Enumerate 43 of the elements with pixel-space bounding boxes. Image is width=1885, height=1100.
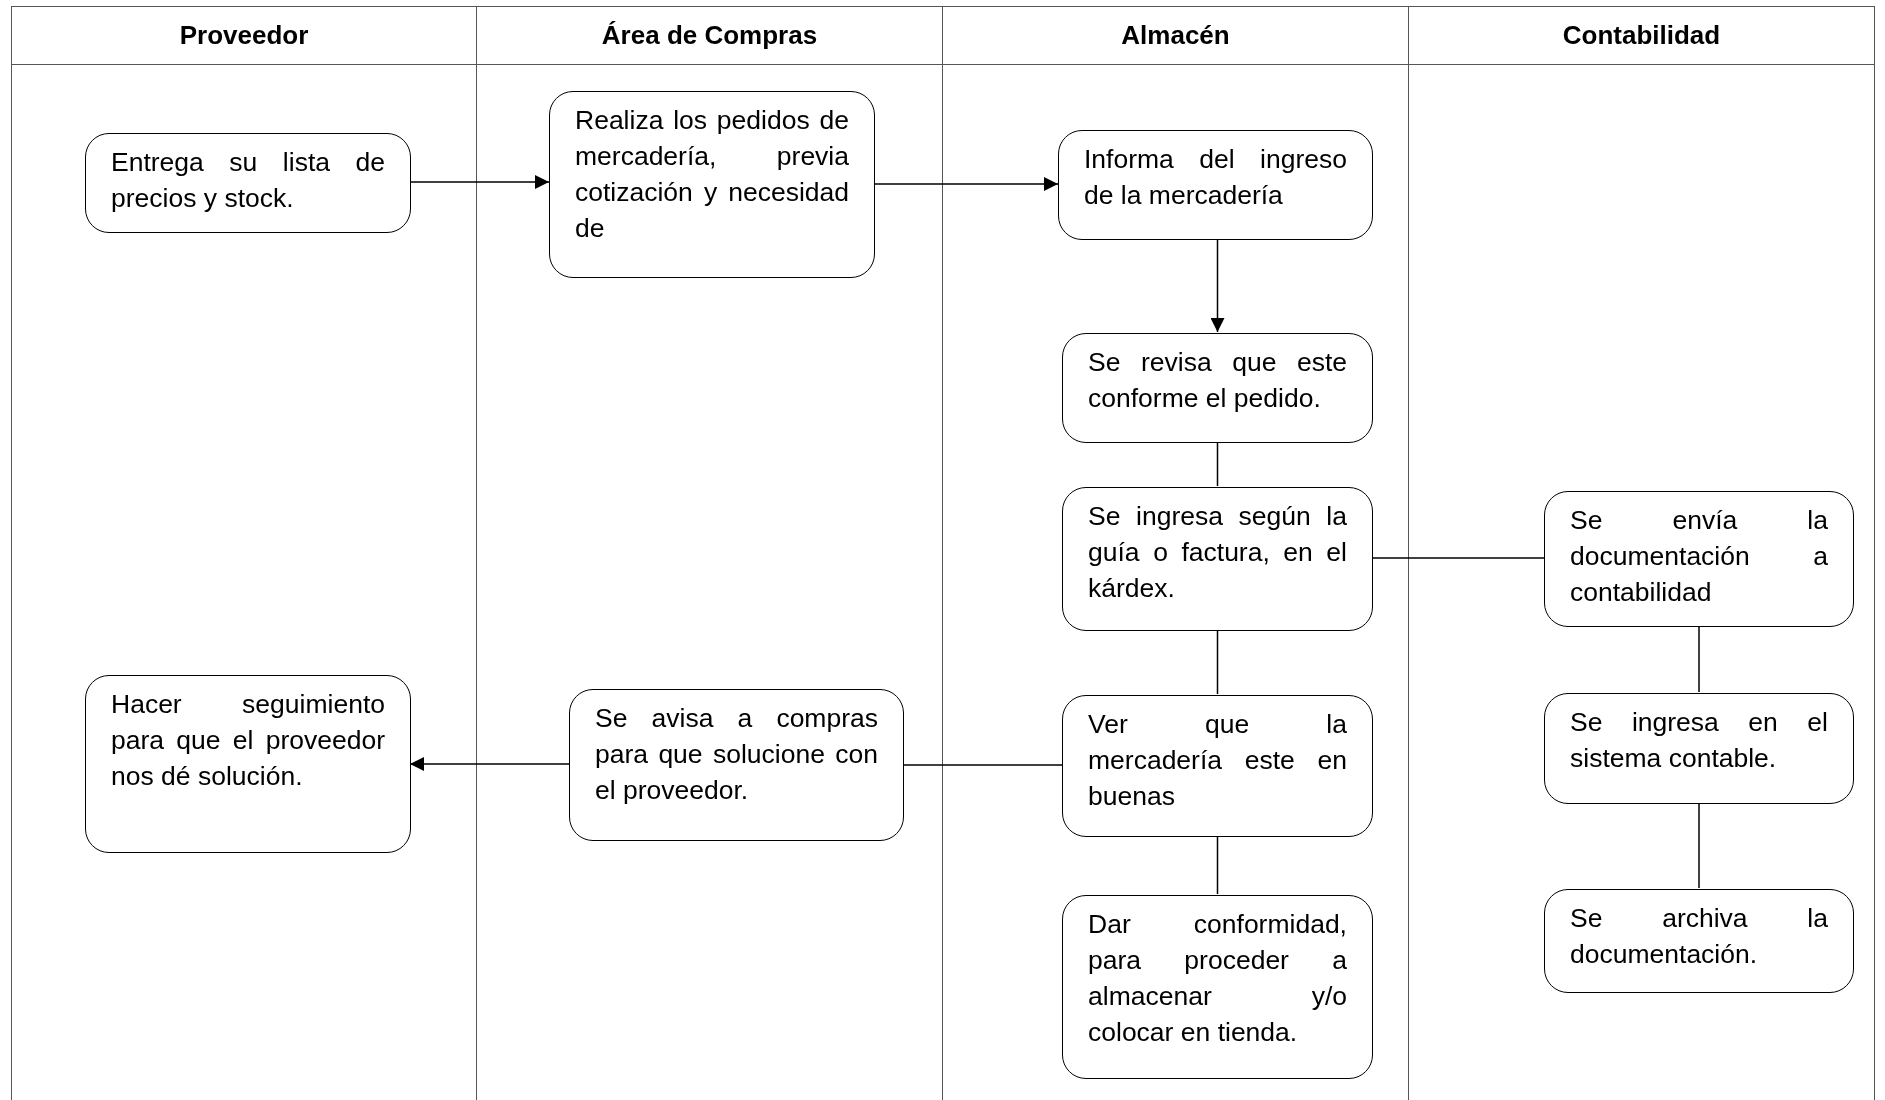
connector-line xyxy=(1216,441,1219,487)
connector-line xyxy=(1698,625,1700,693)
step-text: Se ingresa según la guía o factura, en el kárdex. xyxy=(1088,500,1347,605)
lane-header: Almacén xyxy=(1121,20,1230,51)
swimlane xyxy=(477,6,943,1100)
step-text: Ver que la mercadería este en buenas xyxy=(1088,708,1347,813)
step-text: Se envía la documentación a contabilidad xyxy=(1570,504,1828,609)
process-box xyxy=(1062,487,1373,631)
lane-header: Contabilidad xyxy=(1562,20,1721,51)
step-text: Hacer seguimiento para que el proveedor nos dé solución. xyxy=(111,688,385,793)
process-box xyxy=(1544,491,1854,627)
step-text: Realiza los pedidos de mercadería, previa cotización y necesidad de xyxy=(575,104,849,245)
process-box xyxy=(1062,695,1373,837)
connector-line xyxy=(1698,802,1700,889)
process-box xyxy=(1062,895,1373,1079)
step-text: Dar conformidad, para proceder a almacenar y/o colocar en tienda. xyxy=(1088,908,1347,1049)
process-box xyxy=(1544,889,1854,993)
process-box xyxy=(569,689,904,841)
step-text: Se avisa a compras para que solucione con el proveedor. xyxy=(595,702,878,807)
arrow xyxy=(409,757,570,771)
process-box xyxy=(549,91,875,278)
step-text: Se archiva la documentación. xyxy=(1570,902,1828,971)
lane-header: Área de Compras xyxy=(601,20,818,51)
process-box xyxy=(1058,130,1373,240)
process-box xyxy=(85,133,411,233)
swimlane xyxy=(11,6,477,1100)
connector-line xyxy=(1372,557,1545,559)
connector-line xyxy=(1216,629,1219,695)
lane-header: Proveedor xyxy=(179,20,309,51)
step-text: Se revisa que este conforme el pedido. xyxy=(1088,346,1347,415)
connector-line xyxy=(1216,835,1219,895)
arrow xyxy=(1210,238,1225,333)
swimlane xyxy=(943,6,1409,1100)
step-text: Se ingresa en el sistema contable. xyxy=(1570,706,1828,775)
arrow xyxy=(874,177,1059,191)
arrow xyxy=(409,175,550,189)
process-box xyxy=(1062,333,1373,443)
process-box xyxy=(1544,693,1854,804)
step-text: Informa del ingreso de la mercadería xyxy=(1084,143,1347,212)
step-text: Entrega su lista de precios y stock. xyxy=(111,146,385,215)
swimlane xyxy=(1409,6,1875,1100)
connector-line xyxy=(903,764,1063,766)
process-box xyxy=(85,675,411,853)
